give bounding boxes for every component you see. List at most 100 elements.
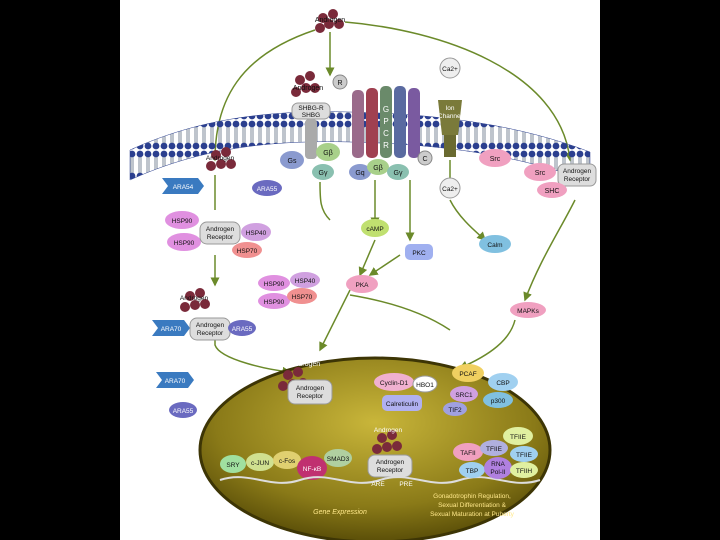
shbgr-receptor xyxy=(305,119,317,159)
gq-blob xyxy=(349,164,371,180)
hsp90-b-label: HSP90 xyxy=(174,240,195,247)
ara70-bottom-label: ARA70 xyxy=(165,378,186,385)
shc-label: SHC xyxy=(545,188,560,195)
cbp-label: CBP xyxy=(496,380,509,387)
tfiie-c-shape xyxy=(510,446,538,462)
hbo1-shape xyxy=(412,375,438,393)
ar-membrane-shape xyxy=(557,163,597,187)
hsp90-a-label: HSP90 xyxy=(172,218,193,225)
outcome-line-2: Sexual Differentiation & xyxy=(438,502,506,509)
p300-shape xyxy=(483,392,513,408)
rna-pol-shape xyxy=(484,457,512,479)
gs-blob xyxy=(280,151,304,169)
src1-shape xyxy=(450,386,478,402)
ara54-shape xyxy=(162,178,204,194)
hsp90-c-label: HSP90 xyxy=(264,281,285,288)
ion-channel-label-2: Channel xyxy=(438,113,463,120)
cbp-shape xyxy=(488,373,518,391)
diagram-panel: Androgen Androgen R SHBG-R SHBG G P C R … xyxy=(120,0,600,540)
shbgr-label: SHBG-R xyxy=(298,105,324,112)
pkc-shape xyxy=(405,244,433,260)
smad3-shape xyxy=(324,449,352,467)
gpcr-helices xyxy=(352,86,420,158)
gpcr-letter-p: P xyxy=(383,117,388,126)
ar-membrane-label-1: Androgen xyxy=(563,168,592,175)
androgen-molecule-cyto xyxy=(206,147,236,171)
src-2-label: Src xyxy=(535,170,546,177)
ggamma-blob xyxy=(312,164,334,180)
c-badge: C xyxy=(422,156,427,163)
androgen-dna-label: Androgen xyxy=(374,427,403,434)
hsp70-a-label: HSP70 xyxy=(237,248,258,255)
androgen-molecule-shbg xyxy=(291,71,320,97)
androgen-cyto-label: Androgen xyxy=(206,155,235,162)
gpcr-letter-c: C xyxy=(383,129,389,138)
ar-ara-label-1: Androgen xyxy=(196,322,225,329)
tbp-shape xyxy=(459,462,485,478)
hsp40-b-label: HSP40 xyxy=(295,278,316,285)
pcaf-label: PCAF xyxy=(459,371,476,378)
ar-nuc-label-1: Androgen xyxy=(296,385,325,392)
androgen-molecule-top xyxy=(315,9,344,33)
sry-shape xyxy=(220,455,246,473)
hsp70-b-label: HSP70 xyxy=(292,294,313,301)
cjun-label: c-JUN xyxy=(251,460,269,467)
calreticulin-label: Calreticulin xyxy=(386,401,419,408)
ar-membrane-label-2: Receptor xyxy=(564,176,591,183)
ara70-top-label: ARA70 xyxy=(161,326,182,333)
cfos-label: c-Fos xyxy=(279,458,296,465)
ggamma2-blob xyxy=(387,164,409,180)
src-1-shape xyxy=(479,149,511,167)
hsp90-a-shape xyxy=(165,211,199,229)
src-2-shape xyxy=(524,163,556,181)
androgen-nuc-label: Androgen xyxy=(290,361,320,368)
gbeta-blob xyxy=(316,143,340,161)
hsp90-d-label: HSP90 xyxy=(264,299,285,306)
androgen-molecule-dna xyxy=(372,430,402,454)
ara55-mid-label: ARA55 xyxy=(232,326,253,333)
calm-shape xyxy=(479,235,511,253)
r-badge-icon xyxy=(332,74,348,90)
ca-in-icon xyxy=(439,177,461,199)
ara55-bottom-label: ARA55 xyxy=(173,408,194,415)
tfiie-c-label: TFIIE xyxy=(516,452,533,459)
sry-label: SRY xyxy=(226,462,240,469)
gbeta2-label: Gβ xyxy=(373,165,382,172)
tbp-label: TBP xyxy=(466,468,479,475)
tafii-label: TAFII xyxy=(460,450,476,457)
outcome-line-1: Gonadotrophin Regulation, xyxy=(433,493,511,500)
tfiie-b-label: TFIIE xyxy=(486,446,503,453)
gbeta2-blob xyxy=(367,159,389,175)
androgen-top-label: Androgen xyxy=(315,17,345,24)
gene-expression-label: Gene Expression xyxy=(313,509,367,516)
hsp40-a-label: HSP40 xyxy=(246,230,267,237)
outcome-line-3: Sexual Maturation at Puberty xyxy=(430,511,515,518)
cyclin-d1-label: Cyclin-D1 xyxy=(380,380,409,387)
hsp90-d-shape xyxy=(258,293,290,309)
androgen-ara-label: Androgen xyxy=(180,295,209,302)
pka-shape xyxy=(346,275,378,293)
ar-complex-label-1: Androgen xyxy=(206,226,235,233)
hbo1-label: HBO1 xyxy=(416,382,434,389)
cjun-shape xyxy=(246,453,274,471)
ara70-top-shape xyxy=(152,320,190,336)
tfiih-shape xyxy=(510,462,538,478)
ca-out-label: Ca2+ xyxy=(442,66,458,73)
pkc-label: PKC xyxy=(412,250,426,257)
smad3-label: SMAD3 xyxy=(327,456,350,463)
ion-channel-shape xyxy=(438,100,462,135)
hsp90-c-shape xyxy=(258,275,290,291)
gpcr-letter-r: R xyxy=(383,141,389,150)
gpcr-letter-g: G xyxy=(383,105,389,114)
ggamma2-label: Gγ xyxy=(394,170,403,177)
tafii-shape xyxy=(453,443,483,461)
ara55-top-label: ARA55 xyxy=(257,186,278,193)
ar-complex-label-2: Receptor xyxy=(207,234,234,241)
tif2-label: TIF2 xyxy=(448,407,462,414)
ar-ara-label-2: Receptor xyxy=(197,330,224,337)
mapks-label: MAPKs xyxy=(517,308,539,315)
tif2-shape xyxy=(443,402,467,416)
ar-nuc-label-2: Receptor xyxy=(297,393,324,400)
tfiie-shape xyxy=(503,427,533,445)
camp-shape xyxy=(361,219,389,237)
